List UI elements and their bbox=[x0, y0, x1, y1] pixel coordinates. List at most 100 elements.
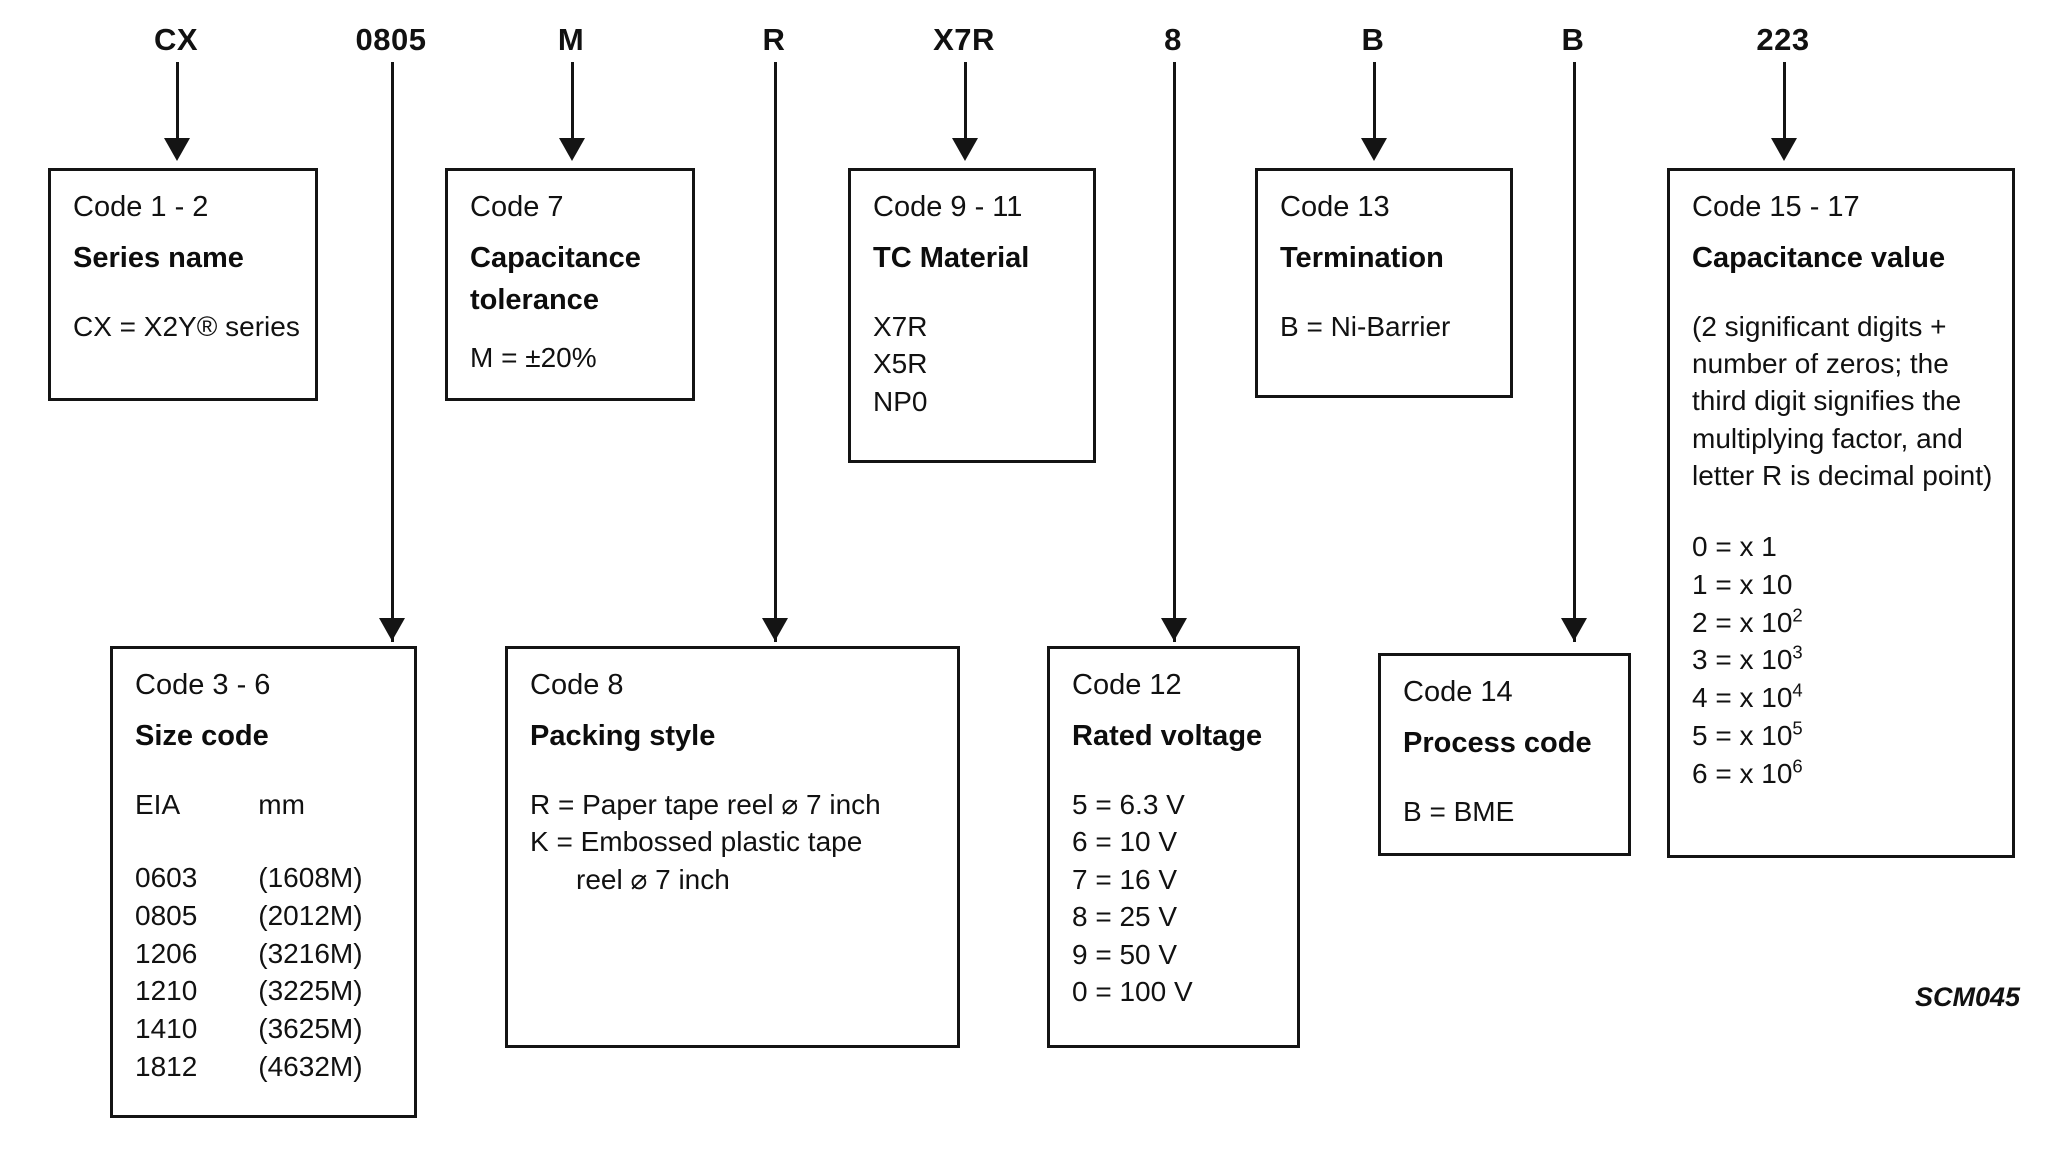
size-code-mm: (2012M) bbox=[258, 900, 363, 932]
arrowhead-rated-voltage bbox=[1161, 618, 1187, 641]
part-code-label-4: R bbox=[762, 22, 786, 57]
rated-voltage-body-line-6: 0 = 100 V bbox=[1072, 976, 1193, 1008]
multiplier-digit: 4 bbox=[1692, 682, 1708, 714]
box-tc-material: Code 9 - 11 TC Material X7R X5R NP0 bbox=[848, 168, 1096, 463]
multiplier-base: = x 10 bbox=[1715, 568, 1793, 600]
tc-material-body-line-2: X5R bbox=[873, 348, 928, 380]
multiplier-exponent: 4 bbox=[1792, 679, 1803, 701]
size-code-mm: (3225M) bbox=[258, 975, 363, 1007]
multiplier-row: 2 = x 102 bbox=[1692, 604, 1996, 642]
part-code-label-7: B bbox=[1361, 22, 1385, 57]
table-row: 1210 (3225M) bbox=[135, 972, 398, 1010]
size-code-eia: 1206 bbox=[135, 937, 198, 969]
connector-line-capacitance-value bbox=[1783, 62, 1786, 140]
multiplier-row: 0 = x 1 bbox=[1692, 528, 1996, 566]
size-code-eia: 0603 bbox=[135, 862, 198, 894]
multiplier-base: = x 1 bbox=[1715, 530, 1777, 562]
box-rated-voltage: Code 12 Rated voltage 5 = 6.3 V 6 = 10 V… bbox=[1047, 646, 1300, 1048]
multiplier-base: = x 10 bbox=[1715, 644, 1793, 676]
size-code-mm: (3625M) bbox=[258, 1013, 363, 1045]
arrowhead-capacitance-tolerance bbox=[559, 138, 585, 161]
packing-style-body-line-1: R = Paper tape reel ⌀ 7 inch bbox=[530, 788, 881, 820]
rated-voltage-body-line-3: 7 = 16 V bbox=[1072, 863, 1178, 895]
tc-material-body-line-3: NP0 bbox=[873, 385, 928, 417]
capacitance-value-title: Capacitance value bbox=[1692, 242, 1946, 275]
packing-style-body: R = Paper tape reel ⌀ 7 inch K = Embosse… bbox=[530, 786, 941, 899]
box-process-code: Code 14 Process code B = BME bbox=[1378, 653, 1631, 856]
multiplier-digit: 5 bbox=[1692, 719, 1708, 751]
capacitance-tolerance-body-line-1: M = ±20% bbox=[470, 342, 597, 374]
part-code-label-8: B bbox=[1561, 22, 1585, 57]
figure-id-label: SCM045 bbox=[1915, 982, 2021, 1012]
size-code-table-header: EIA mm bbox=[135, 786, 398, 824]
box-capacitance-tolerance: Code 7 Capacitance tolerance M = ±20% bbox=[445, 168, 695, 401]
connector-line-process-code bbox=[1573, 62, 1576, 642]
part-code-label-6: 8 bbox=[1164, 22, 1182, 57]
multiplier-row: 6 = x 106 bbox=[1692, 755, 1996, 793]
multiplier-exponent: 5 bbox=[1792, 717, 1803, 739]
box-series-name: Code 1 - 2 Series name CX = X2Y® series bbox=[48, 168, 318, 401]
multiplier-exponent: 3 bbox=[1792, 642, 1803, 664]
tc-material-body-line-1: X7R bbox=[873, 310, 928, 342]
size-code-title: Size code bbox=[135, 720, 269, 753]
capacitance-value-multiplier-list: 0 = x 1 1 = x 10 2 = x 102 3 = x 103 4 =… bbox=[1692, 528, 1996, 793]
table-row: 1410 (3625M) bbox=[135, 1010, 398, 1048]
multiplier-digit: 2 bbox=[1692, 606, 1708, 638]
arrowhead-capacitance-value bbox=[1771, 138, 1797, 161]
size-code-mm: (1608M) bbox=[258, 862, 363, 894]
size-code-header-mm: mm bbox=[258, 788, 305, 820]
arrowhead-packing-style bbox=[762, 618, 788, 641]
multiplier-row: 1 = x 10 bbox=[1692, 566, 1996, 604]
table-row: 1206 (3216M) bbox=[135, 935, 398, 973]
box-capacitance-value: Code 15 - 17 Capacitance value (2 signif… bbox=[1667, 168, 2015, 858]
multiplier-base: = x 10 bbox=[1715, 682, 1793, 714]
multiplier-digit: 3 bbox=[1692, 644, 1708, 676]
series-name-body: CX = X2Y® series bbox=[73, 308, 300, 346]
size-code-table: EIA mm 0603 (1608M) 0805 (2012M) 1206 (3… bbox=[135, 786, 398, 1086]
part-code-label-1: CX bbox=[153, 22, 199, 57]
process-code-body-line-1: B = BME bbox=[1403, 795, 1515, 827]
capacitance-tolerance-title-line-1: Capacitance bbox=[470, 242, 641, 275]
connector-line-size-code bbox=[391, 62, 394, 642]
multiplier-digit: 1 bbox=[1692, 568, 1708, 600]
termination-body-line-1: B = Ni-Barrier bbox=[1280, 310, 1451, 342]
arrowhead-process-code bbox=[1561, 618, 1587, 641]
series-name-body-line-1: CX = X2Y® series bbox=[73, 310, 300, 342]
size-code-eia: 1210 bbox=[135, 975, 198, 1007]
multiplier-row: 5 = x 105 bbox=[1692, 717, 1996, 755]
capacitance-tolerance-title-line-2: tolerance bbox=[470, 283, 599, 316]
arrowhead-series-name bbox=[164, 138, 190, 161]
rated-voltage-body-line-2: 6 = 10 V bbox=[1072, 826, 1178, 858]
part-code-label-3: M bbox=[557, 22, 585, 57]
multiplier-base: = x 10 bbox=[1715, 719, 1793, 751]
multiplier-exponent: 6 bbox=[1792, 755, 1803, 777]
box-termination: Code 13 Termination B = Ni-Barrier bbox=[1255, 168, 1513, 398]
capacitance-tolerance-code: Code 7 bbox=[470, 191, 564, 223]
packing-style-body-line-2: K = Embossed plastic tape bbox=[530, 826, 863, 858]
rated-voltage-title: Rated voltage bbox=[1072, 720, 1263, 753]
multiplier-row: 4 = x 104 bbox=[1692, 679, 1996, 717]
connector-line-capacitance-tolerance bbox=[571, 62, 574, 140]
capacitance-tolerance-body: M = ±20% bbox=[470, 339, 676, 377]
size-code-eia: 1812 bbox=[135, 1050, 198, 1082]
multiplier-base: = x 10 bbox=[1715, 606, 1793, 638]
arrowhead-tc-material bbox=[952, 138, 978, 161]
tc-material-body: X7R X5R NP0 bbox=[873, 308, 1077, 421]
capacitance-value-code: Code 15 - 17 bbox=[1692, 191, 1860, 223]
table-row: 1812 (4632M) bbox=[135, 1048, 398, 1086]
rated-voltage-body-line-1: 5 = 6.3 V bbox=[1072, 788, 1185, 820]
packing-style-code: Code 8 bbox=[530, 669, 624, 701]
box-packing-style: Code 8 Packing style R = Paper tape reel… bbox=[505, 646, 960, 1048]
rated-voltage-body-line-4: 8 = 25 V bbox=[1072, 901, 1178, 933]
connector-line-packing-style bbox=[774, 62, 777, 642]
series-name-code: Code 1 - 2 bbox=[73, 191, 209, 223]
process-code-code: Code 14 bbox=[1403, 676, 1513, 708]
connector-line-tc-material bbox=[964, 62, 967, 140]
arrowhead-termination bbox=[1361, 138, 1387, 161]
multiplier-row: 3 = x 103 bbox=[1692, 641, 1996, 679]
process-code-title: Process code bbox=[1403, 727, 1592, 760]
size-code-eia: 1410 bbox=[135, 1013, 198, 1045]
part-code-label-9: 223 bbox=[1756, 22, 1810, 57]
connector-line-rated-voltage bbox=[1173, 62, 1176, 642]
multiplier-exponent: 2 bbox=[1792, 604, 1803, 626]
